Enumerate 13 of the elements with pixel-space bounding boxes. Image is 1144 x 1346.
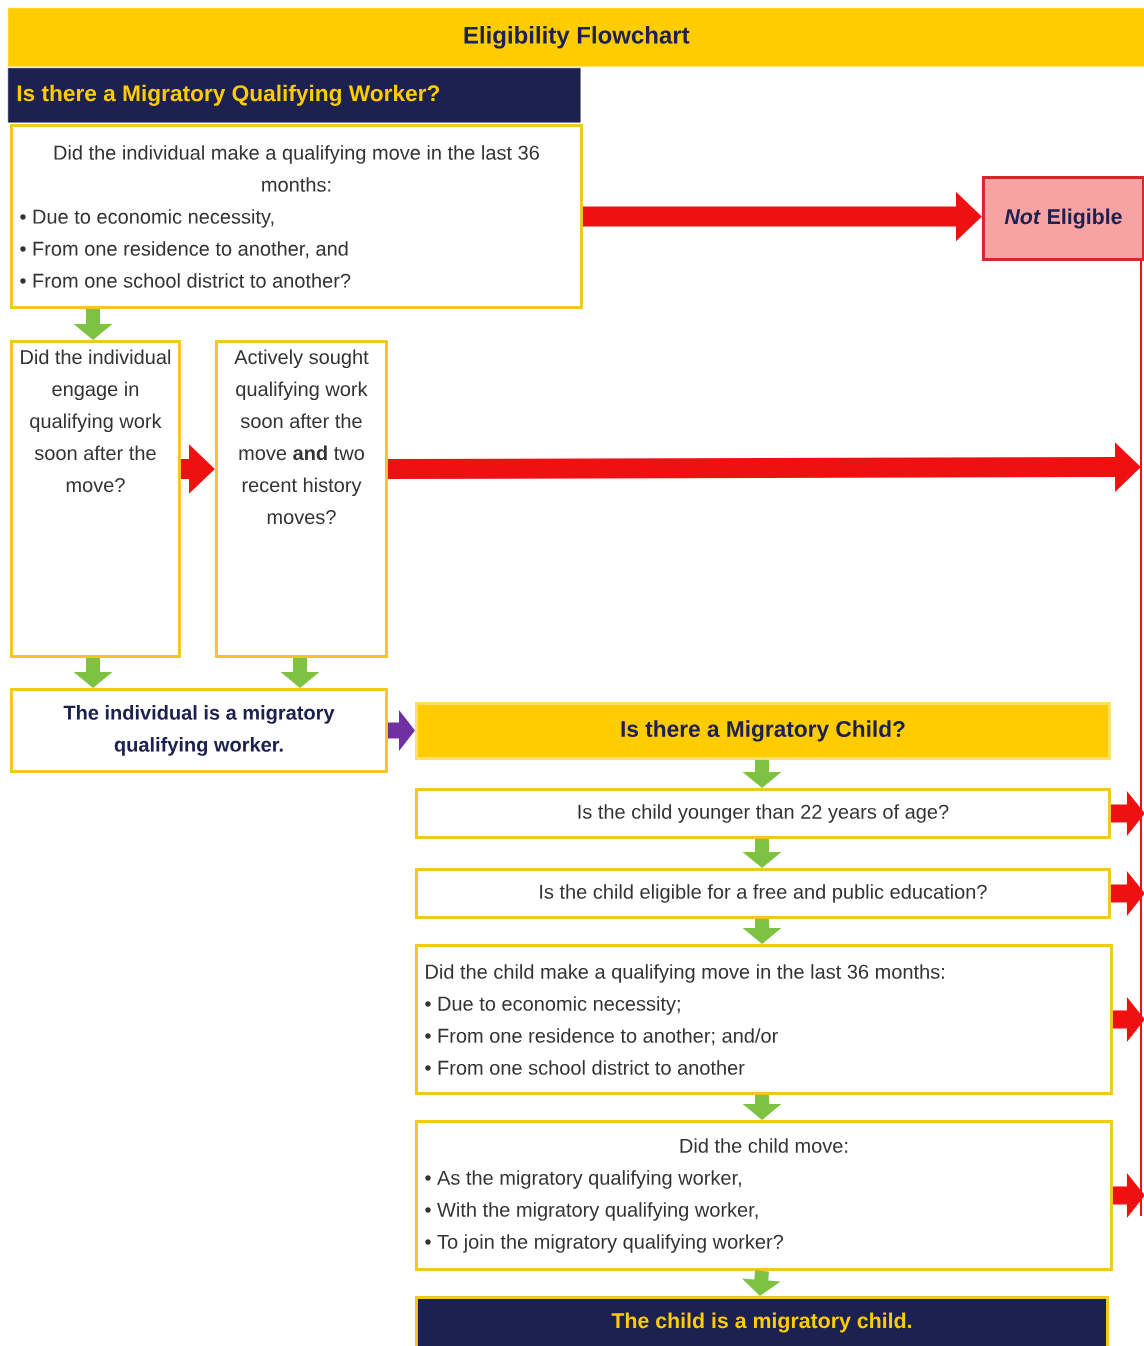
result-box: The child is a migratory child. <box>415 1296 1109 1346</box>
question-box: Did the individual engage in qualifying work soon after the move? <box>10 340 181 658</box>
question-box: Did the child make a qualifying move in the last 36 months: • Due to economic necessity; • From one residence to another; and/or • From one school district to another <box>415 944 1113 1095</box>
question-box: Actively sought qualifying work soon after the move and two recent history moves? <box>215 340 388 658</box>
question-box: Is the child younger than 22 years of age? <box>415 788 1111 839</box>
question-box: Did the individual make a qualifying move in the last 36 months: • Due to economic necessity, • From one residence to another, and • From one school district to another? <box>10 124 583 309</box>
result-box: The individual is a migratory qualifying worker. <box>10 688 388 773</box>
section-header: Is there a Migratory Qualifying Worker? <box>8 68 581 123</box>
question-box: Is the child eligible for a free and public education? <box>415 868 1111 919</box>
question-box: Did the child move: • As the migratory qualifying worker, • With the migratory qualifying worker, • To join the migratory qualifying worker? <box>415 1120 1113 1271</box>
result-box: Not Eligible <box>982 176 1144 261</box>
title-bar: Eligibility Flowchart <box>8 8 1144 67</box>
section-header: Is there a Migratory Child? <box>415 702 1111 760</box>
